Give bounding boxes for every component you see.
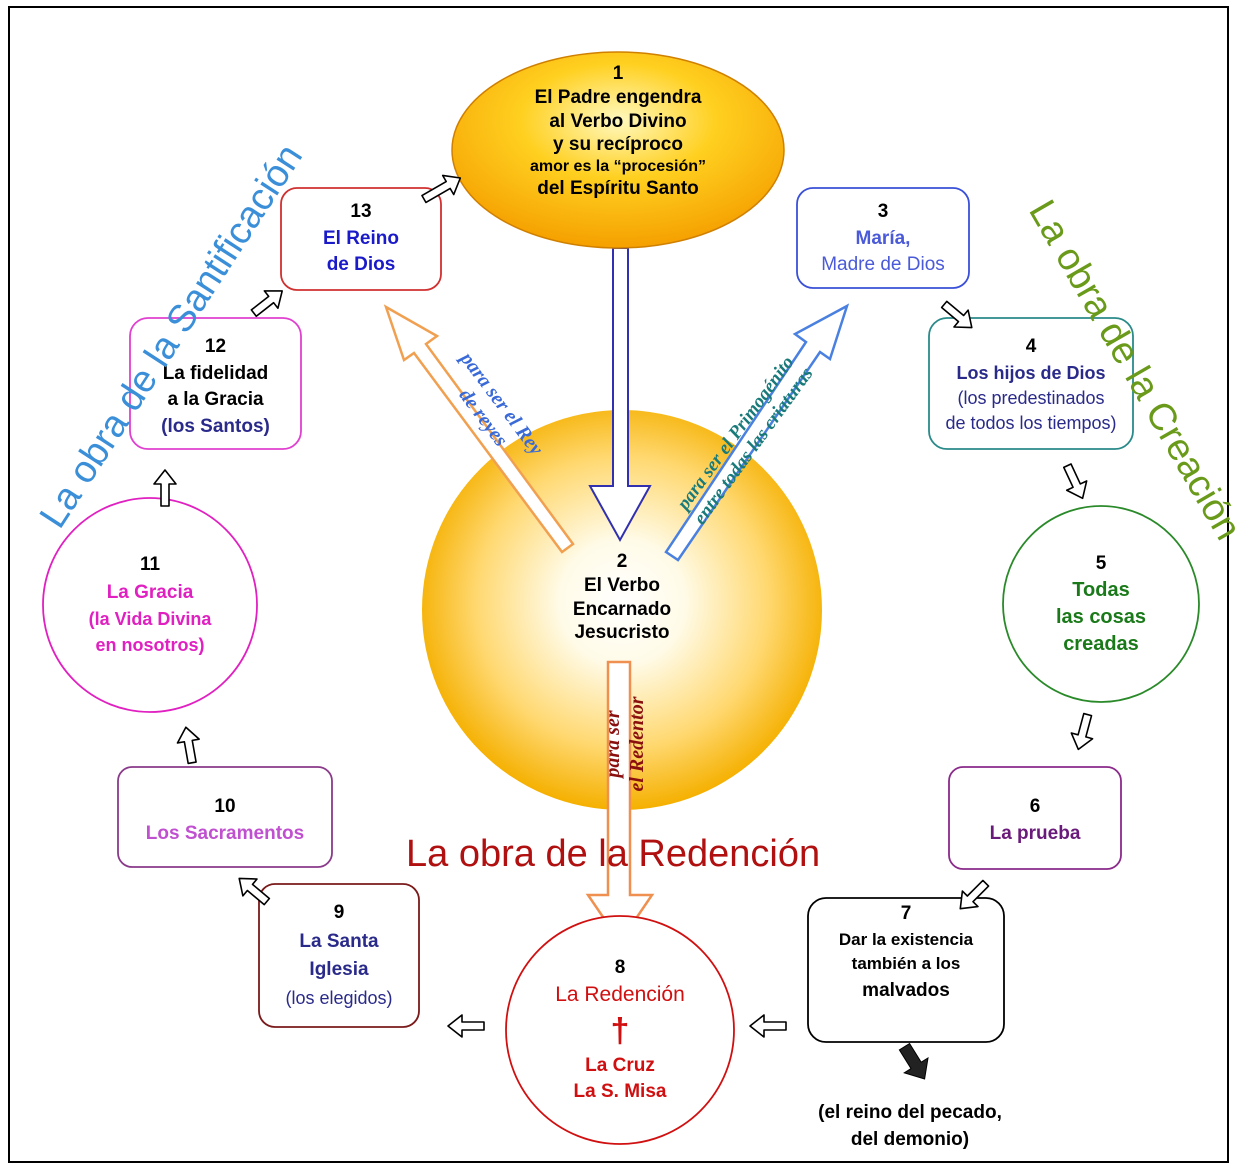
arrow-2-to-3 <box>664 303 850 562</box>
node-8-text: 8 La Redención † La Cruz La S. Misa <box>520 955 720 1104</box>
node-10-number: 10 <box>214 796 236 817</box>
node-12-text: 12 La fidelidad a la Gracia (los Santos) <box>130 334 301 440</box>
node-5-number: 5 <box>1095 553 1107 574</box>
arrow-7-to-sin <box>898 1042 929 1080</box>
node-2-line: Encarnado <box>572 598 672 620</box>
node-6-number: 6 <box>1029 796 1041 817</box>
node-1-number: 1 <box>612 63 624 84</box>
label-redentor-line: el Redentor <box>626 696 648 792</box>
node-1-line: del Espíritu Santo <box>537 178 699 199</box>
arrow-6-to-7 <box>959 879 990 910</box>
node-6-text: 6 La prueba <box>949 794 1121 847</box>
sin-note-line: del demonio) <box>850 1128 970 1150</box>
node-10-box <box>117 766 333 868</box>
arrow-11-to-12 <box>153 469 177 507</box>
node-7-number: 7 <box>900 903 912 924</box>
node-11-line: La Gracia <box>106 581 194 603</box>
node-3-text: 3 María, Madre de Dios <box>797 199 969 279</box>
node-7-box <box>807 897 1005 1043</box>
sin-note-line: (el reino del pecado, <box>818 1102 1002 1123</box>
node-8-line: La Cruz <box>585 1055 655 1077</box>
node-8-title: La Redención <box>555 982 685 1006</box>
node-9-number: 9 <box>333 902 345 923</box>
node-10-text: 10 Los Sacramentos <box>118 794 332 847</box>
node-4-line: Los hijos de Dios <box>956 362 1106 383</box>
node-6-box <box>948 766 1122 870</box>
node-1-oval <box>451 51 785 249</box>
node-7-line: malvados <box>862 979 950 1001</box>
node-2-line: El Verbo <box>583 574 661 596</box>
node-3-line: Madre de Dios <box>821 254 945 276</box>
node-4-number: 4 <box>1025 336 1037 357</box>
arrow-3-to-4 <box>940 300 973 329</box>
node-12-line: a la Gracia <box>167 389 264 411</box>
node-4-text: 4 Los hijos de Dios (los predestinados d… <box>929 334 1133 436</box>
node-9-text: 9 La Santa Iglesia (los elegidos) <box>259 899 419 1012</box>
node-9-line: La Santa <box>299 930 379 952</box>
node-1-text: 1 El Padre engendra al Verbo Divino y su… <box>468 62 768 201</box>
node-5-text: 5 Todas las cosas creadas <box>1001 551 1201 658</box>
node-11-circle <box>42 497 258 713</box>
node-9-box <box>258 883 420 1028</box>
sin-note: (el reino del pecado, del demonio) <box>790 1100 1030 1153</box>
arrow-1-to-2 <box>588 247 652 543</box>
node-5-circle <box>1002 505 1200 703</box>
node-3-line: María, <box>855 227 911 249</box>
node-8-line: La S. Misa <box>573 1080 667 1102</box>
node-1-line: al Verbo Divino <box>549 110 687 132</box>
node-11-text: 11 La Gracia (la Vida Divina en nosotros… <box>50 551 250 658</box>
node-4-line: de todos los tiempos) <box>945 412 1117 433</box>
arrow-7-to-8 <box>749 1014 787 1038</box>
label-redentor-line: para ser <box>602 710 624 778</box>
node-10-line: Los Sacramentos <box>145 822 305 844</box>
arrow-13-to-1 <box>421 174 462 204</box>
arrow-2-to-13 <box>383 304 575 554</box>
node-13-text: 13 El Reino de Dios <box>281 199 441 279</box>
node-7-line: también a los <box>851 954 961 974</box>
node-12-line: (los Santos) <box>161 415 270 437</box>
arrow-10-to-11 <box>176 726 200 765</box>
node-2-circle <box>422 410 822 810</box>
node-11-number: 11 <box>139 554 161 575</box>
node-5-line: las cosas <box>1055 605 1147 628</box>
arrow-5-to-6 <box>1070 712 1094 751</box>
cross-icon: † <box>610 1011 630 1050</box>
title-redencion: La obra de la Redención <box>406 833 821 875</box>
arrow-9-to-10 <box>238 877 271 906</box>
node-13-number: 13 <box>350 201 372 222</box>
node-12-line: La fidelidad <box>162 362 269 384</box>
node-11-line: (la Vida Divina <box>88 609 212 630</box>
arrow-12-to-13 <box>250 290 283 318</box>
arrow-8-to-9 <box>447 1014 485 1038</box>
node-2-line: Jesucristo <box>574 622 670 644</box>
node-1-line: y su recíproco <box>553 134 683 156</box>
node-8-circle <box>505 915 735 1145</box>
node-5-line: creadas <box>1063 632 1139 655</box>
node-1-line: amor es la “procesión” <box>529 158 707 175</box>
node-12-number: 12 <box>204 336 227 357</box>
node-6-line: La prueba <box>989 822 1081 844</box>
node-4-box <box>928 317 1134 450</box>
node-9-line: Iglesia <box>309 959 369 980</box>
node-12-box <box>129 317 302 450</box>
node-1-line: El Padre engendra <box>534 86 702 108</box>
node-2-number: 2 <box>616 551 628 572</box>
arrow-4-to-5 <box>1062 463 1088 500</box>
node-3-box <box>796 187 970 289</box>
label-redentor: para ser el Redentor <box>601 679 649 809</box>
node-7-text: 7 Dar la existencia también a los malvad… <box>808 900 1004 1004</box>
node-5-line: Todas <box>1072 578 1130 601</box>
node-9-line: (los elegidos) <box>285 987 393 1008</box>
node-13-line: de Dios <box>326 254 396 276</box>
node-11-line: en nosotros) <box>95 635 205 656</box>
node-7-line: Dar la existencia <box>838 929 974 949</box>
node-2-text: 2 El Verbo Encarnado Jesucristo <box>522 550 722 645</box>
node-13-line: El Reino <box>322 227 399 249</box>
node-3-number: 3 <box>877 201 889 222</box>
node-13-box <box>280 187 442 291</box>
node-4-line: (los predestinados <box>957 387 1105 408</box>
node-8-number: 8 <box>614 957 626 978</box>
